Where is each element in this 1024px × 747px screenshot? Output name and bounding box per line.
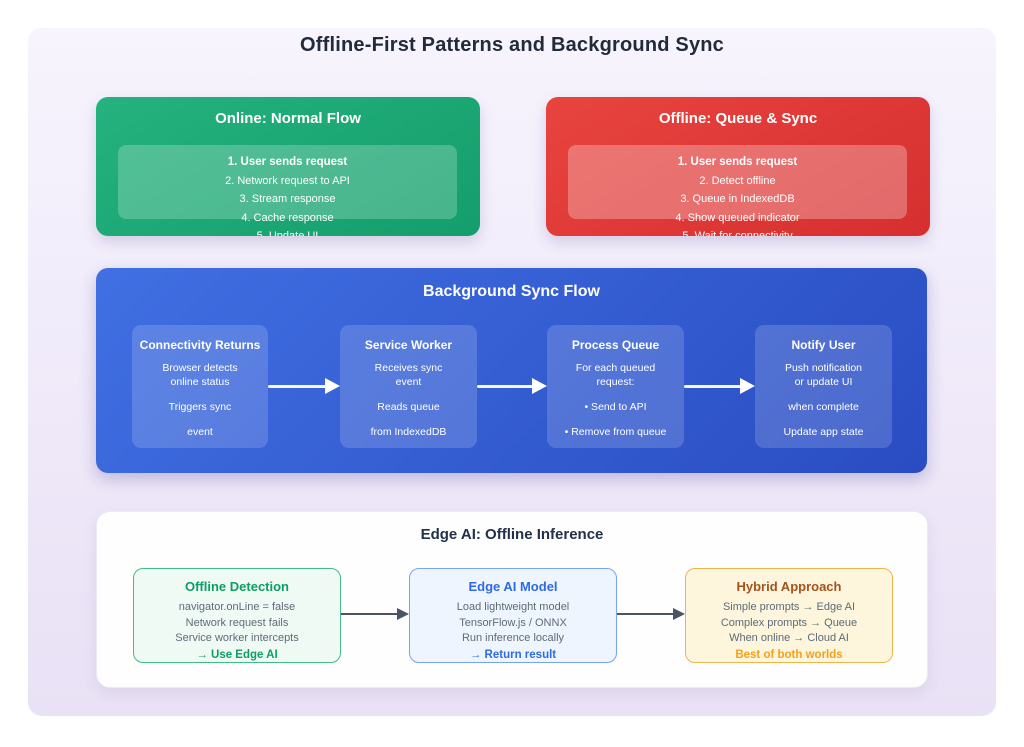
background-sync-panel: Background Sync Flow Connectivity Return…	[96, 268, 927, 473]
sync-node-paragraph: Push notification or update UI	[784, 362, 863, 388]
online-step: 3. Stream response	[239, 193, 336, 205]
online-step: 5. Update UI	[256, 230, 319, 236]
sync-node-connectivity-returns: Connectivity Returns Browser detects onl…	[132, 325, 268, 448]
sync-node-paragraph: when complete	[788, 401, 859, 413]
sync-arrow-2	[477, 378, 547, 394]
edge-card-footer: → Return result	[469, 648, 557, 661]
edge-ai-title: Edge AI: Offline Inference	[420, 526, 604, 543]
edge-card-footer: → Use Edge AI	[196, 648, 278, 661]
edge-arrow-1	[341, 607, 409, 621]
edge-ai-panel: Edge AI: Offline Inference Offline Detec…	[96, 511, 928, 688]
sync-node-paragraph: from IndexedDB	[370, 426, 447, 438]
sync-node-notify-user: Notify User Push notification or update …	[755, 325, 892, 448]
sync-node-paragraph: Receives sync event	[374, 362, 443, 388]
diagram-title: Offline-First Patterns and Background Sy…	[299, 34, 725, 56]
edge-card-title: Hybrid Approach	[736, 579, 842, 594]
edge-card-line: Load lightweight model	[456, 601, 570, 613]
sync-node-title: Connectivity Returns	[139, 338, 261, 352]
sync-node-paragraph: Browser detects online status	[162, 362, 238, 388]
offline-step: 3. Queue in IndexedDB	[680, 193, 795, 205]
sync-node-process-queue: Process Queue For each queued request: • …	[547, 325, 684, 448]
edge-card-line: navigator.onLine = false	[178, 601, 296, 613]
sync-node-paragraph: Reads queue	[377, 401, 440, 413]
edge-card-offline-detection: Offline Detection navigator.onLine = fal…	[133, 568, 341, 663]
online-step: 2. Network request to API	[225, 174, 350, 187]
offline-step: 1. User sends request	[677, 156, 798, 168]
background-sync-title: Background Sync Flow	[423, 283, 600, 300]
edge-card-line: TensorFlow.js / ONNX	[459, 616, 567, 629]
sync-node-paragraph: event	[187, 426, 213, 438]
edge-card-title: Offline Detection	[184, 579, 289, 594]
edge-card-line: Network request fails	[185, 616, 289, 629]
edge-card-line: Complex prompts → Queue	[720, 616, 858, 629]
arrow-head-icon	[397, 608, 409, 620]
offline-flow-panel: Offline: Queue & Sync 1. User sends requ…	[546, 97, 930, 236]
online-step: 4. Cache response	[241, 211, 334, 224]
arrow-line	[477, 385, 534, 388]
arrow-line	[617, 613, 676, 615]
arrow-head-icon	[325, 378, 340, 394]
sync-node-title: Service Worker	[364, 338, 453, 352]
offline-step: 5. Wait for connectivity	[682, 230, 793, 236]
online-step: 1. User sends request	[227, 156, 348, 168]
edge-card-hybrid-approach: Hybrid Approach Simple prompts → Edge AI…	[685, 568, 893, 663]
online-flow-panel: Online: Normal Flow 1. User sends reques…	[96, 97, 480, 236]
sync-node-paragraph: Update app state	[783, 426, 864, 438]
arrow-line	[268, 385, 327, 388]
edge-card-title: Edge AI Model	[468, 579, 558, 594]
sync-node-title: Notify User	[791, 338, 856, 352]
arrow-head-icon	[673, 608, 685, 620]
edge-arrow-2	[617, 607, 685, 621]
edge-card-line: When online → Cloud AI	[729, 632, 849, 644]
sync-node-paragraph: • Send to API	[584, 401, 647, 413]
online-steps-list: 1. User sends request 2. Network request …	[118, 145, 457, 236]
offline-steps-list: 1. User sends request 2. Detect offline 3.…	[568, 145, 907, 236]
offline-step: 4. Show queued indicator	[675, 211, 800, 224]
sync-node-title: Process Queue	[571, 338, 660, 352]
edge-card-footer: Best of both worlds	[735, 648, 843, 661]
sync-arrow-3	[684, 378, 755, 394]
arrow-head-icon	[740, 378, 755, 394]
sync-node-paragraph: For each queued request:	[575, 362, 656, 388]
offline-panel-title: Offline: Queue & Sync	[658, 110, 818, 127]
sync-arrow-1	[268, 378, 340, 394]
arrow-line	[341, 613, 400, 615]
sync-node-body: Push notification or update UI when compl…	[755, 361, 892, 439]
sync-node-paragraph: • Remove from queue	[564, 426, 667, 438]
edge-card-line: Service worker intercepts	[175, 632, 299, 644]
edge-card-line: Run inference locally	[461, 632, 565, 644]
edge-card-line: Simple prompts → Edge AI	[722, 601, 856, 613]
sync-node-paragraph: Triggers sync	[168, 401, 232, 413]
online-panel-title: Online: Normal Flow	[215, 110, 361, 127]
arrow-line	[684, 385, 742, 388]
edge-card-body: Simple prompts → Edge AI Complex prompts …	[686, 600, 892, 647]
sync-node-body: For each queued request: • Send to API • R…	[547, 361, 684, 439]
arrow-head-icon	[532, 378, 547, 394]
offline-step: 2. Detect offline	[699, 174, 776, 187]
